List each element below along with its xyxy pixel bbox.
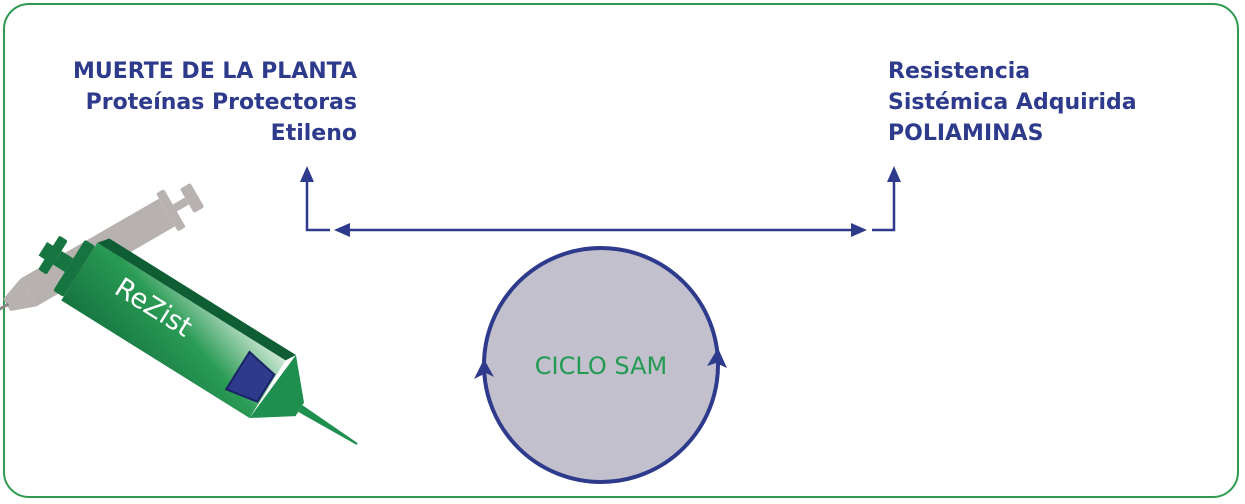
cycle-arrow-left-icon [474, 359, 494, 379]
horizontal-arrowhead-right [851, 223, 867, 237]
label-resistencia: Resistencia [888, 59, 1031, 84]
right-up-arrow-line [872, 182, 896, 232]
left-effects-labels: MUERTE DE LA PLANTA Proteínas Protectora… [73, 56, 357, 149]
arrowheads [300, 166, 901, 237]
label-muerte-planta: MUERTE DE LA PLANTA [73, 59, 357, 84]
left-up-arrow-line [305, 182, 330, 232]
horizontal-arrowhead-left [334, 223, 350, 237]
right-up-arrowhead [887, 166, 901, 182]
right-effects-labels: Resistencia Sistémica Adquirida POLIAMIN… [888, 56, 1137, 149]
rezist-syringe-icon: ReZist [38, 236, 358, 445]
plunger-tip-icon [224, 350, 276, 403]
label-etileno: Etileno [270, 121, 357, 146]
connector-arrows [305, 182, 896, 232]
cycle-arrow-right-icon [707, 348, 727, 368]
diagram-frame [3, 3, 1239, 498]
label-proteinas-protectoras: Proteínas Protectoras [85, 90, 357, 115]
label-poliaminas: POLIAMINAS [888, 121, 1044, 146]
label-sistemica-adquirida: Sistémica Adquirida [888, 90, 1137, 115]
left-up-arrowhead [300, 166, 314, 182]
cycle-label: CICLO SAM [535, 352, 667, 380]
